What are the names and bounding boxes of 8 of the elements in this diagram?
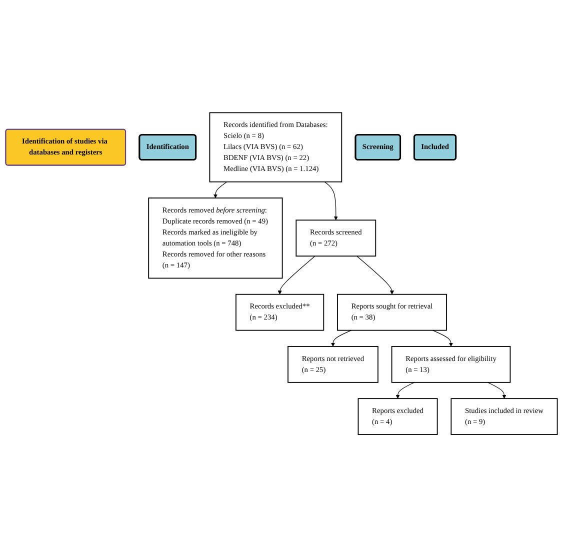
arrow: [213, 181, 228, 198]
arrow: [330, 330, 352, 347]
arrow: [487, 382, 506, 399]
arrow: [278, 256, 316, 294]
arrow: [432, 330, 454, 347]
arrow: [396, 382, 415, 399]
arrow: [356, 256, 394, 294]
arrow: [324, 181, 338, 220]
